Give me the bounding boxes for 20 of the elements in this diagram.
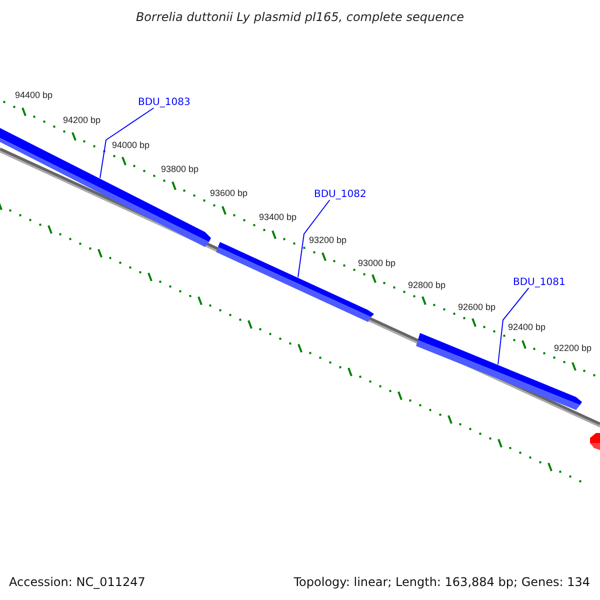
position-label: 93800 bp [161,165,199,174]
diagram-title: Borrelia duttonii Ly plasmid pl165, complete sequence [134,11,466,23]
leader-line [498,288,530,365]
position-label: 92400 bp [508,323,546,332]
gene-label: BDU_1083 [138,98,190,108]
gene-label: BDU_1082 [314,190,366,200]
gene-arrow [416,333,582,410]
accession-text: Accession: NC_011247 [9,576,146,588]
position-label: 93200 bp [309,236,347,245]
position-label: 94000 bp [112,141,150,150]
position-label: 93000 bp [358,259,396,268]
sequence-info-text: Topology: linear; Length: 163,884 bp; Genes: 134 [294,576,590,588]
leader-line [100,108,154,179]
gene-arrow [590,433,600,450]
gene-label: BDU_1081 [513,278,566,288]
gene-arrow [0,128,211,247]
position-label: 92200 bp [554,344,592,353]
position-label: 93600 bp [210,189,248,198]
position-label: 92800 bp [408,281,446,290]
leader-line [298,200,330,278]
